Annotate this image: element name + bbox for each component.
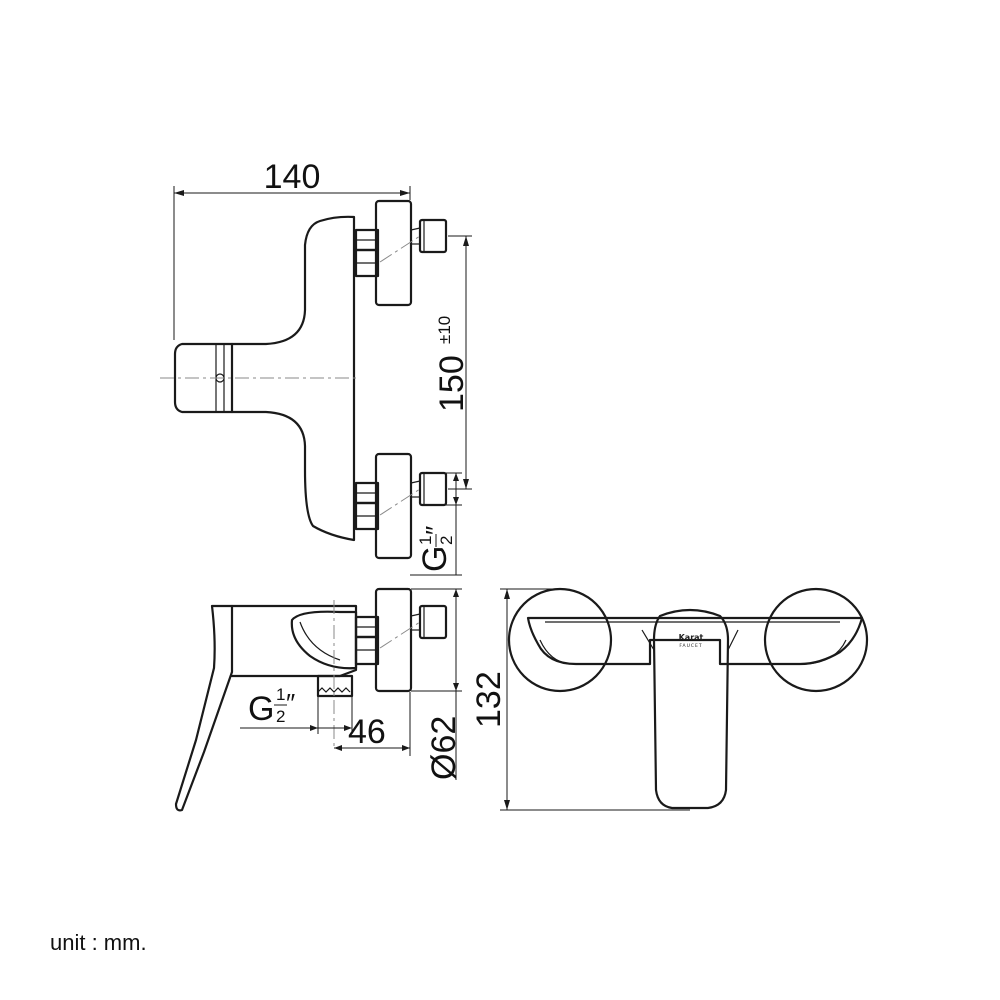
- brand-name: Karat: [679, 633, 704, 642]
- unit-label: unit : mm.: [50, 930, 147, 955]
- side-eccentric: [354, 587, 448, 693]
- dimension-flange: Ø62: [411, 588, 463, 780]
- top-view: 140: [160, 158, 472, 576]
- depth-label: 46: [348, 713, 386, 751]
- dimension-thread-side: G 1 2 ″: [240, 685, 353, 734]
- flange-diameter-label: Ø62: [425, 716, 463, 780]
- side-thread-denominator: 2: [276, 707, 285, 726]
- thread-denominator: 2: [437, 536, 456, 545]
- side-thread-mark: ″: [286, 688, 295, 718]
- inlet-spacing-label: 150: [433, 355, 471, 412]
- dimension-height: 132: [470, 588, 690, 811]
- left-escutcheon: [507, 587, 613, 693]
- dimension-depth: 46: [334, 692, 411, 756]
- valve-body-side: [230, 604, 358, 678]
- thread-mark: ″: [420, 526, 450, 535]
- width-label: 140: [264, 158, 321, 196]
- lower-eccentric: [354, 452, 448, 560]
- front-body-bar: [526, 616, 864, 666]
- dimension-width: 140: [173, 158, 411, 340]
- handle-knob-top: [173, 342, 234, 414]
- dimension-inlet-spacing: 150 ±10: [433, 235, 472, 490]
- thread-numerator: 1: [416, 536, 435, 545]
- height-label: 132: [470, 671, 508, 728]
- right-escutcheon: [763, 587, 869, 693]
- side-view: G 1 2 ″ 46 Ø62: [174, 587, 463, 812]
- dimension-thread-top: G 1 2 ″: [410, 472, 462, 576]
- thread-letter: G: [416, 546, 454, 572]
- inlet-spacing-tolerance: ±10: [435, 316, 454, 344]
- spout-side: [290, 610, 358, 670]
- upper-eccentric: [354, 199, 448, 307]
- brand-sub: FAUCET: [679, 643, 702, 649]
- outlet-thread-side: [316, 674, 354, 698]
- front-view: 132 Karat FAUCET: [470, 587, 869, 811]
- side-thread-numerator: 1: [276, 685, 285, 704]
- front-lever: [652, 608, 730, 810]
- side-thread-letter: G: [248, 690, 274, 728]
- lever-side: [174, 604, 234, 812]
